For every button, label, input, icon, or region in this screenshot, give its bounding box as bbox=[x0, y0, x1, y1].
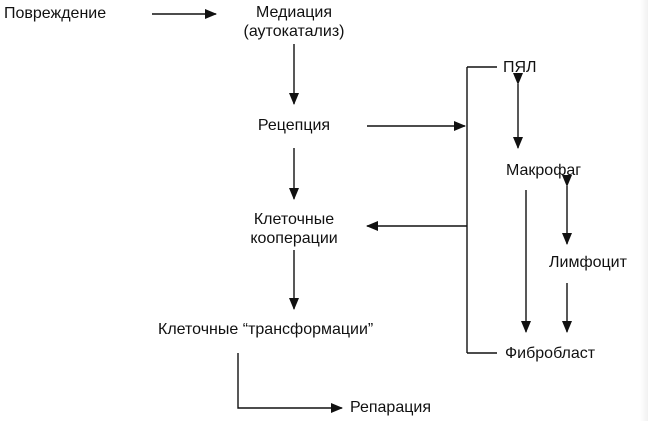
node-mediation: Медиация (аутокатализ) bbox=[222, 3, 366, 41]
node-mediation-line1: Медиация bbox=[256, 4, 332, 21]
node-mediation-line2: (аутокатализ) bbox=[243, 23, 345, 40]
node-reception: Рецепция bbox=[257, 117, 331, 134]
node-reparation: Репарация bbox=[350, 399, 431, 416]
node-fibroblast: Фибробласт bbox=[505, 345, 596, 362]
node-transformation: Клеточные “трансформации” bbox=[158, 321, 374, 338]
node-damage: Повреждение bbox=[4, 5, 107, 22]
page-edge-shadow bbox=[640, 0, 648, 421]
node-macrophage: Макрофаг bbox=[506, 162, 582, 179]
arrow-transformation-to-reparation bbox=[237, 353, 343, 413]
node-cooperation-line1: Клеточные bbox=[253, 211, 335, 228]
node-pmn: ПЯЛ bbox=[503, 59, 537, 76]
node-cooperation: Клеточные кооперации bbox=[227, 210, 361, 248]
node-lymphocyte: Лимфоцит bbox=[549, 254, 627, 271]
node-cooperation-line2: кооперации bbox=[250, 230, 338, 247]
